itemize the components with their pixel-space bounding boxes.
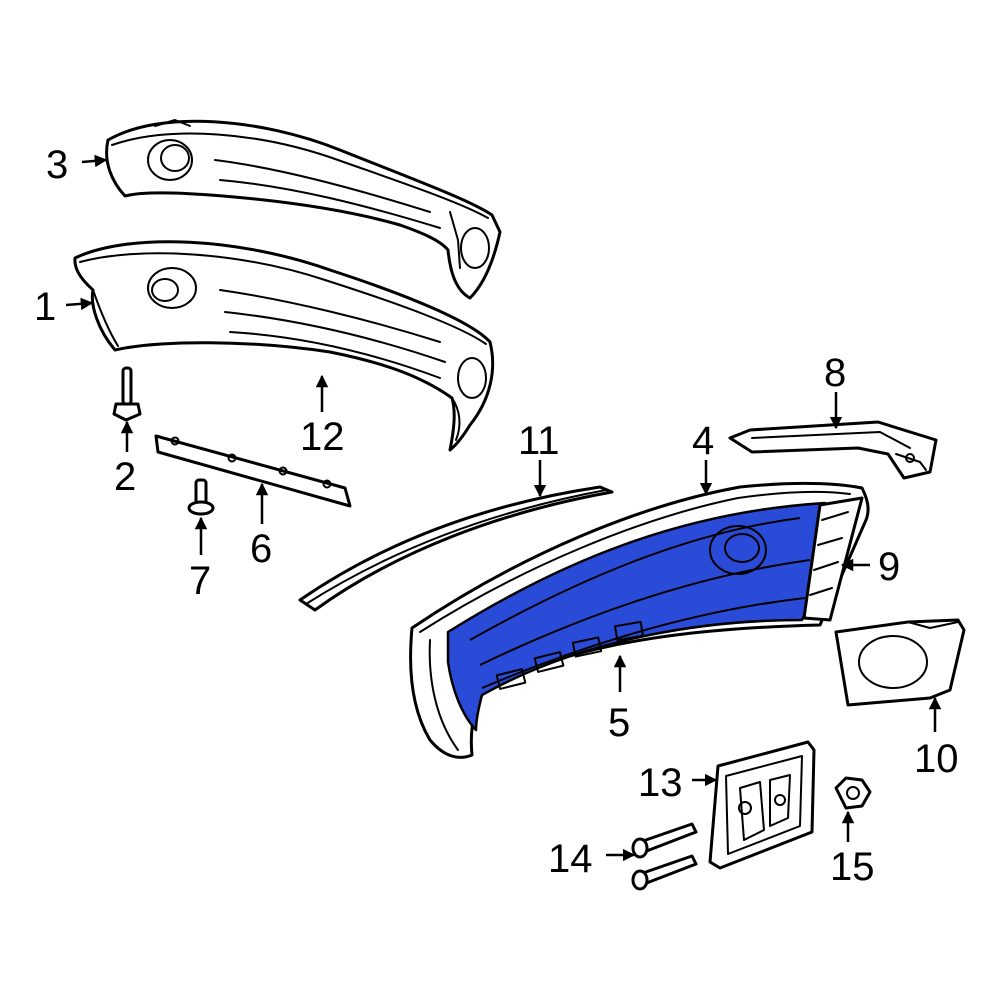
callout-10: 10 [914, 737, 959, 781]
part-13-mounting-bracket[interactable] [708, 740, 816, 870]
part-6-bracket[interactable] [154, 434, 352, 508]
part-14-studs[interactable] [631, 822, 698, 891]
callout-labels: 3 1 12 2 6 7 11 4 8 9 5 10 13 14 15 [34, 143, 959, 889]
part-7-bolt[interactable] [187, 478, 215, 516]
callout-1: 1 [34, 285, 56, 329]
part-5-bumper-insert[interactable] [446, 501, 831, 732]
part-11-trim-strip[interactable] [298, 485, 614, 612]
arrow-1 [65, 297, 94, 311]
callout-2: 2 [114, 455, 136, 499]
part-3-upper-absorber[interactable] [105, 119, 502, 300]
callout-14: 14 [548, 837, 593, 881]
callout-8: 8 [824, 351, 846, 395]
callout-6: 6 [250, 527, 272, 571]
callout-5: 5 [608, 701, 630, 745]
callout-13: 13 [638, 761, 683, 805]
callout-4: 4 [692, 419, 714, 463]
arrow-3 [81, 154, 108, 168]
part-2-bolt[interactable] [112, 366, 142, 422]
part-9-grille-end[interactable] [802, 496, 864, 622]
callout-7: 7 [189, 559, 211, 603]
part-1-lower-absorber[interactable] [73, 240, 495, 452]
callout-15: 15 [830, 845, 875, 889]
callout-3: 3 [46, 143, 68, 187]
callout-11: 11 [518, 419, 560, 463]
part-8-side-bracket[interactable] [728, 420, 938, 480]
callout-9: 9 [878, 545, 900, 589]
part-10-fog-lamp-bezel[interactable] [834, 618, 966, 707]
part-15-nut[interactable] [834, 776, 872, 810]
callout-12: 12 [300, 415, 345, 459]
leader-arrows [65, 154, 942, 862]
